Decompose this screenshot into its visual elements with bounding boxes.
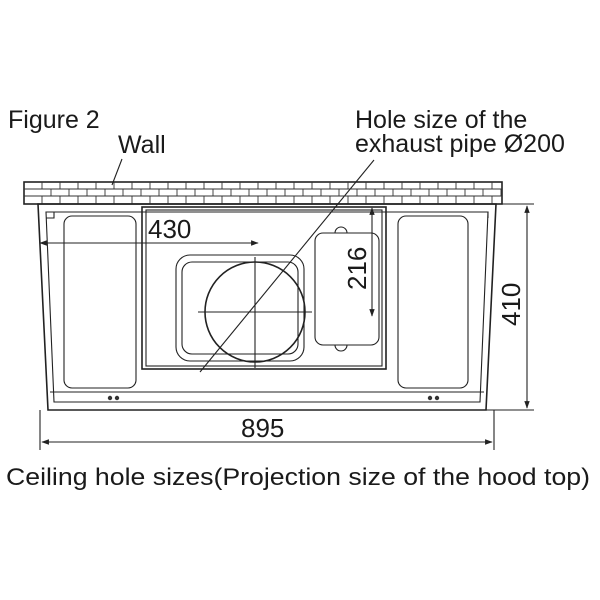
wall-label: Wall: [118, 131, 166, 159]
wall-bricks: [23, 181, 503, 205]
diagram-caption: Ceiling hole sizes(Projection size of th…: [6, 464, 590, 491]
screw-right: [427, 395, 440, 401]
dimension-895-label: 895: [241, 413, 284, 443]
hood-body: [37, 203, 497, 411]
hole-leader-line: [199, 159, 375, 373]
ceiling-opening: [141, 206, 387, 370]
hole-size-label: Hole size of the exhaust pipe Ø200: [355, 106, 565, 158]
motor-housing: [175, 254, 305, 362]
dimension-410-label: 410: [496, 283, 526, 326]
fan-box: [314, 226, 380, 352]
dimension-hood-depth: 410: [486, 203, 534, 411]
hole-size-label-line-2: exhaust pipe Ø200: [355, 130, 565, 158]
hole-size-label-line-1: Hole size of the: [355, 106, 527, 134]
figure-label: Figure 2: [8, 106, 100, 134]
screw-left: [107, 395, 120, 401]
dimension-430-label: 430: [148, 214, 191, 244]
dimension-opening-width: 430: [39, 214, 259, 246]
dimension-216-label: 216: [342, 247, 372, 290]
dimension-opening-depth: 216: [342, 207, 375, 317]
exhaust-pipe-circle: [198, 257, 312, 368]
wall-leader-line: [111, 158, 123, 186]
dimension-hood-width: 895: [39, 410, 495, 450]
